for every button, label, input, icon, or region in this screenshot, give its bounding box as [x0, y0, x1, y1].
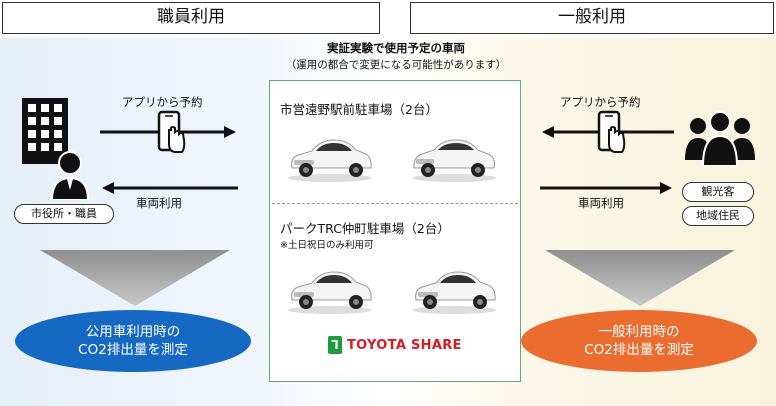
left-use-label: 車両利用: [136, 196, 182, 210]
left-reserve-label: アプリから予約: [122, 95, 203, 109]
local-resident-label: 地域住民: [682, 206, 754, 226]
parking-lot-2-title: パークTRC仲町駐車場（2台）: [280, 221, 450, 236]
car-icon: [288, 139, 372, 182]
right-down-triangle-icon: [545, 250, 735, 306]
parking-lot-2-note: ※土日祝日のみ利用可: [280, 240, 374, 251]
smartphone-tap-icon: [597, 110, 626, 153]
public-co2-line2: CO2排出量を測定: [584, 342, 694, 358]
vehicles-title: 実証実験で使用予定の車両: [327, 41, 465, 55]
toyota-share-text: TOYOTA SHARE: [347, 337, 462, 353]
staff-use-header: 職員利用: [2, 2, 380, 34]
public-use-header: 一般利用: [410, 2, 774, 34]
vehicles-box: [269, 80, 521, 382]
staff-co2-line1: 公用車利用時の: [85, 324, 181, 340]
toyota-share-mark-icon: ᒣ: [328, 336, 342, 354]
car-icon: [412, 271, 496, 314]
tourist-label: 観光客: [682, 182, 754, 202]
car-icon: [288, 271, 372, 314]
staff-co2-line2: CO2排出量を測定: [78, 342, 188, 358]
city-staff-label: 市役所・職員: [14, 204, 114, 224]
staff-person-icon: [50, 151, 90, 200]
toyota-share-logo: ᒣ TOYOTA SHARE: [328, 336, 462, 354]
left-use-arrow-icon: [102, 182, 238, 194]
vehicles-subtitle: （運用の都合で変更になる可能性があります）: [285, 59, 507, 71]
staff-co2-measure-ellipse: 公用車利用時の CO2排出量を測定: [15, 310, 251, 372]
public-co2-measure-ellipse: 一般利用時の CO2排出量を測定: [521, 310, 757, 372]
smartphone-tap-icon: [157, 110, 186, 153]
parking-lot-1-title: 市営遠野駅前駐車場（2台）: [280, 102, 438, 117]
lot-divider: [272, 203, 518, 204]
left-down-triangle-icon: [40, 250, 230, 306]
city-hall-building-icon: [22, 98, 68, 164]
public-co2-line1: 一般利用時の: [598, 324, 680, 340]
right-reserve-label: アプリから予約: [560, 95, 641, 109]
right-use-label: 車両利用: [578, 196, 624, 210]
car-icon: [412, 139, 496, 182]
people-group-icon: [685, 111, 755, 166]
right-use-arrow-icon: [540, 182, 672, 194]
